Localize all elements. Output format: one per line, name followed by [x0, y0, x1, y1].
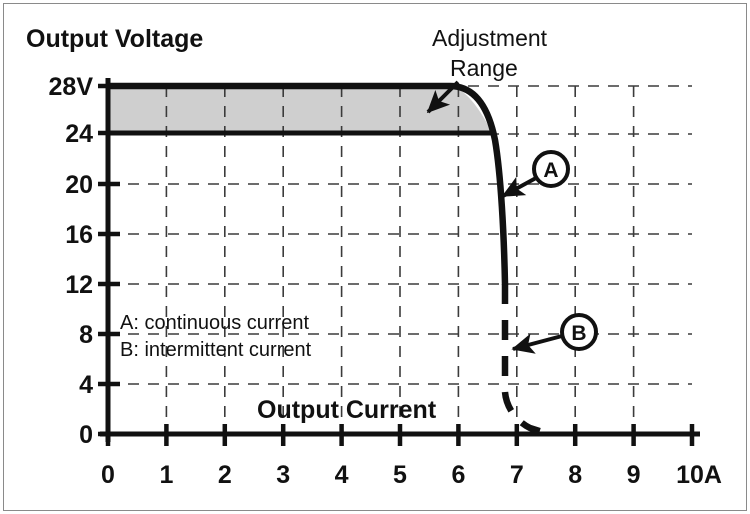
adjustment-range-shaded-band: [108, 86, 492, 133]
y-axis-title: Output Voltage: [26, 25, 203, 53]
y-tick-label-28: 28V: [49, 73, 94, 101]
marker-a-letter: A: [543, 159, 558, 182]
y-tick-label-0: 0: [79, 421, 93, 449]
y-tick-labels: 28V 24 20 16 12 8 4 0: [49, 73, 94, 449]
x-tick-label-8: 8: [568, 461, 582, 489]
marker-b-arrow: [511, 333, 563, 354]
x-tick-label-4: 4: [335, 461, 349, 489]
curve-b-intermittent-current: [501, 284, 547, 437]
y-tick-label-24: 24: [65, 120, 93, 148]
x-tick-label-5: 5: [393, 461, 407, 489]
adjustment-range-line2: Range: [450, 55, 518, 81]
y-tick-label-16: 16: [65, 221, 93, 249]
grid-lines: [108, 85, 692, 434]
marker-a-callout: A: [501, 150, 570, 198]
x-tick-label-0: 0: [101, 461, 115, 489]
y-tick-label-12: 12: [65, 271, 93, 299]
adjustment-range-line1: Adjustment: [432, 25, 548, 51]
legend-entry-b: B: intermittent current: [120, 339, 312, 361]
x-axis-title: Output Current: [257, 396, 437, 424]
marker-b-letter: B: [571, 322, 586, 345]
x-tick-label-10a: 10A: [676, 461, 722, 489]
marker-b-callout: B: [511, 313, 598, 354]
curve-a-continuous-current: [104, 82, 509, 288]
marker-a-arrow: [501, 176, 537, 198]
x-tick-label-1: 1: [159, 461, 173, 489]
adjustment-range-arrow: [426, 80, 460, 114]
x-tick-label-2: 2: [218, 461, 232, 489]
y-tick-label-4: 4: [79, 371, 93, 399]
x-tick-label-9: 9: [627, 461, 641, 489]
x-tick-label-6: 6: [451, 461, 465, 489]
x-tick-label-3: 3: [276, 461, 290, 489]
x-tick-label-7: 7: [510, 461, 524, 489]
marker-b-circle: [560, 313, 598, 351]
x-tick-labels: 0 1 2 3 4 5 6 7 8 9 10A: [101, 461, 722, 489]
y-tick-label-8: 8: [79, 321, 93, 349]
marker-a-circle: [532, 150, 570, 188]
legend-entry-a: A: continuous current: [120, 312, 309, 334]
y-tick-label-20: 20: [65, 171, 93, 199]
chart-legend: A: continuous current B: intermittent cu…: [120, 312, 312, 361]
adjustment-range-annotation: Adjustment Range: [426, 25, 548, 114]
